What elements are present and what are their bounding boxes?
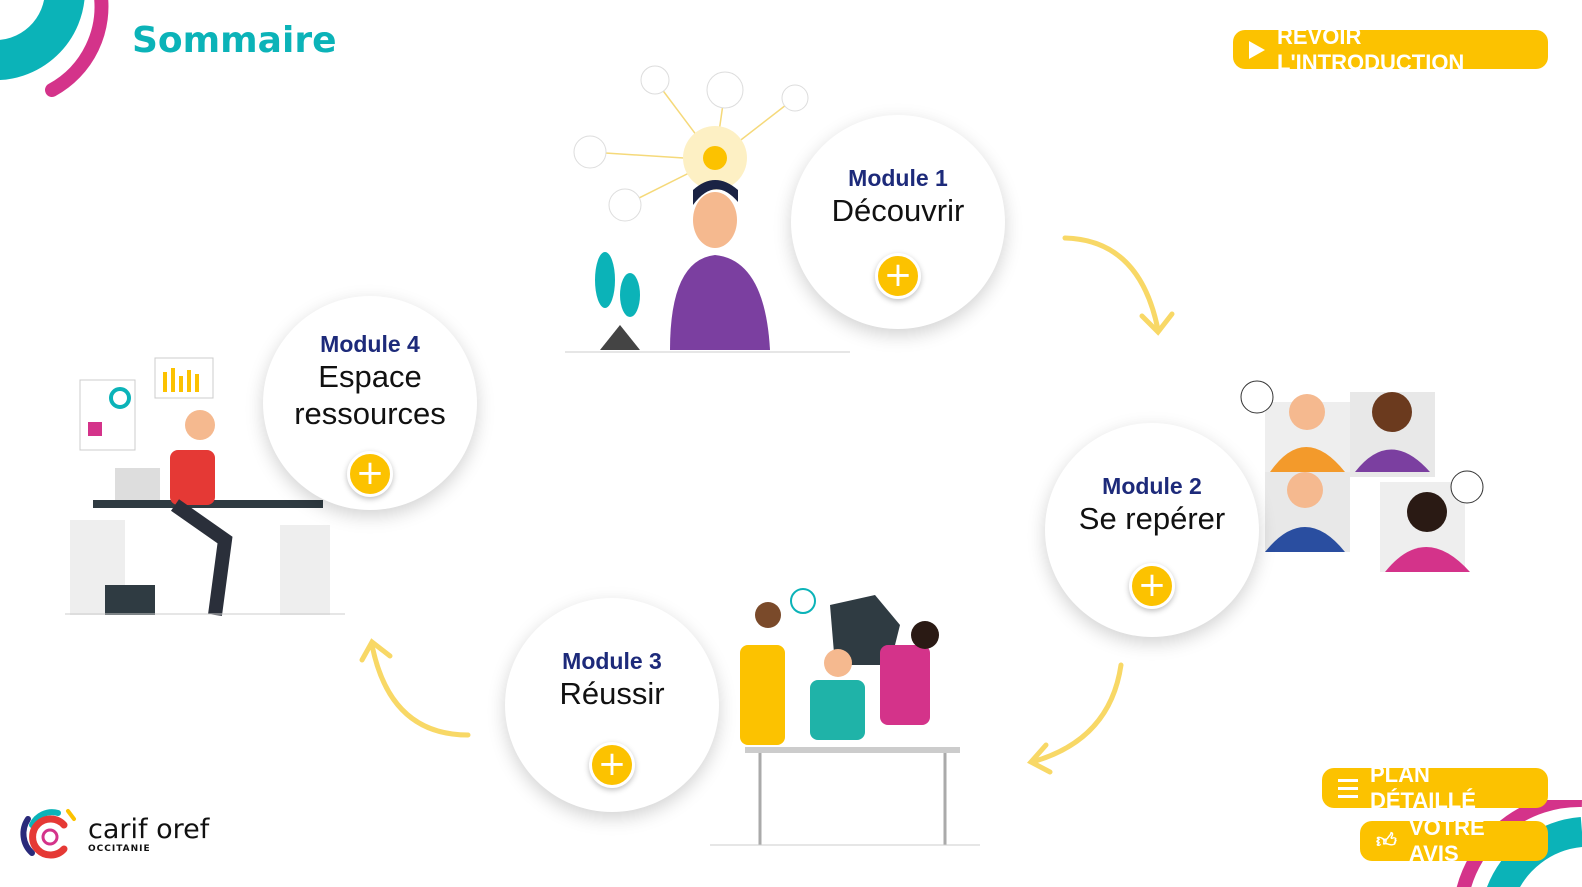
- votre-avis-button[interactable]: 👍︎ VOTRE AVIS: [1360, 815, 1548, 866]
- module-3-plus-button[interactable]: +: [589, 742, 635, 788]
- module-3-card[interactable]: Module 3 Réussir +: [505, 598, 719, 812]
- module-4-number: Module 4: [320, 331, 420, 357]
- module-2-name: Se repérer: [1078, 501, 1226, 536]
- revoir-introduction-label: REVOIR L'INTRODUCTION: [1277, 23, 1465, 75]
- logo-name: carif oref: [88, 814, 210, 845]
- page-title: Sommaire: [132, 20, 337, 61]
- carif-oref-logo-mark: [20, 809, 76, 859]
- module-2-card[interactable]: Module 2 Se repérer +: [1045, 423, 1259, 637]
- thumbs-up-icon: 👍︎: [1376, 830, 1397, 852]
- carif-oref-logo: carif oref OCCITANIE: [18, 805, 209, 865]
- module-4-name: Espace ressources: [294, 359, 446, 431]
- module-2-plus-button[interactable]: +: [1129, 563, 1175, 609]
- puzzle-team-illustration: [1240, 380, 1484, 572]
- module-3-number: Module 3: [562, 648, 662, 674]
- module-1-card[interactable]: Module 1 Découvrir +: [791, 115, 1005, 329]
- module-4-card[interactable]: Module 4 Espace ressources +: [263, 296, 477, 510]
- logo-region: OCCITANIE: [88, 844, 151, 854]
- arrow-2-to-3: [1029, 662, 1124, 765]
- workspace-resources-illustration: [65, 357, 345, 616]
- revoir-introduction-button[interactable]: REVOIR L'INTRODUCTION: [1233, 24, 1548, 75]
- play-icon: [1249, 40, 1265, 59]
- module-3-name: Réussir: [559, 676, 665, 711]
- votre-avis-label: VOTRE AVIS: [1408, 815, 1485, 866]
- thinking-man-illustration: [565, 65, 850, 353]
- module-1-plus-button[interactable]: +: [875, 253, 921, 299]
- module-2-number: Module 2: [1102, 473, 1202, 499]
- plan-detaille-button[interactable]: PLAN DÉTAILLÉ: [1322, 762, 1548, 813]
- module-4-plus-button[interactable]: +: [347, 451, 393, 497]
- arrow-1-to-2: [1062, 235, 1161, 333]
- plan-detaille-label: PLAN DÉTAILLÉ: [1370, 762, 1476, 813]
- arrow-3-to-4: [369, 642, 471, 738]
- team-success-illustration: [710, 588, 980, 846]
- module-1-number: Module 1: [848, 165, 948, 191]
- module-1-name: Découvrir: [831, 193, 965, 228]
- corner-arcs-decoration: [0, 0, 109, 97]
- menu-icon: [1338, 778, 1358, 798]
